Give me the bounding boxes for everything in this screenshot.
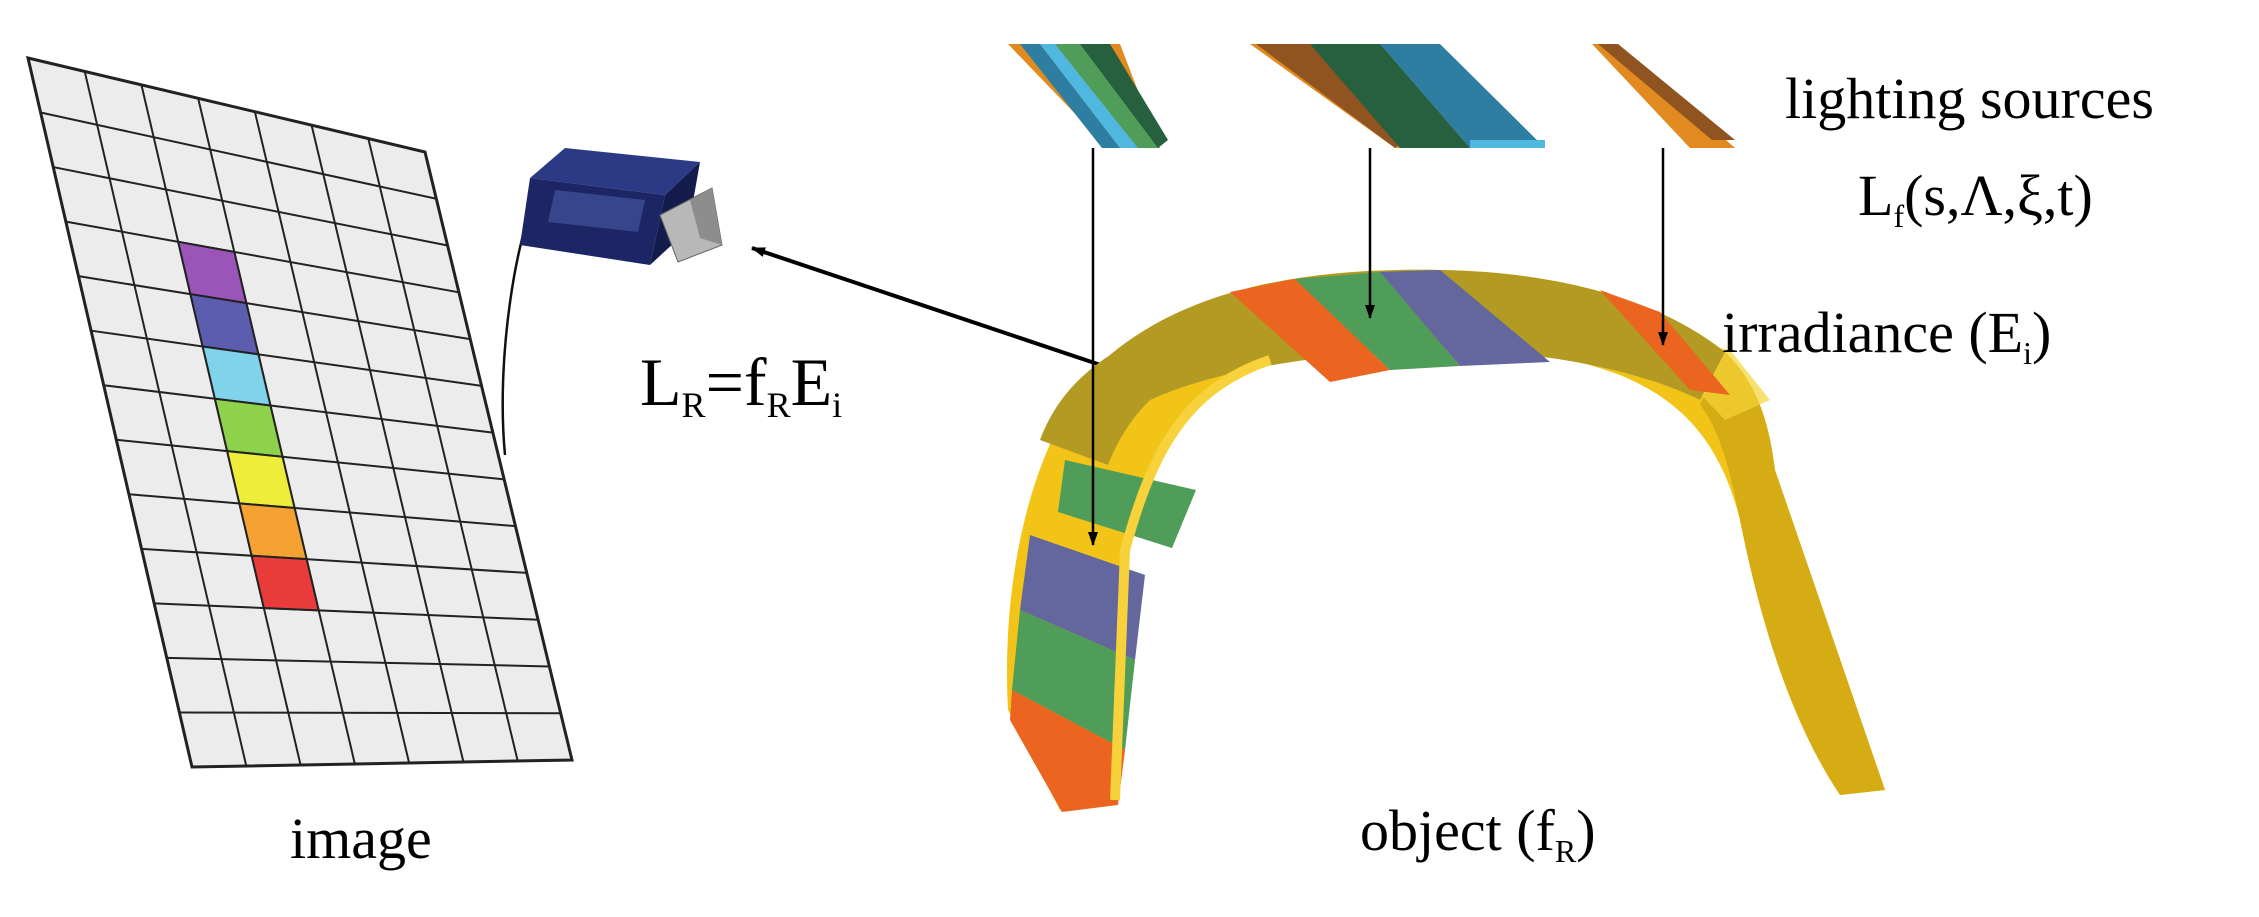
image-label: image [290,806,432,871]
grid-row-line [116,438,505,481]
grid-row-line [40,111,437,200]
stripe-orange-top [1230,279,1390,382]
grid-column-line [253,111,411,764]
colored-pixels [176,240,320,612]
grid-row-line [166,656,550,668]
grid-row-line [179,711,561,715]
stripe-orange-left [1010,690,1125,812]
pixel-red [250,554,320,612]
grid-row-line [53,166,448,247]
light-rays [1088,148,1668,546]
lighting-function-label: Lf(s,Λ,ξ,t) [1858,163,2093,234]
light-source-1 [1008,44,1168,148]
lighting-sources-label: lighting sources [1785,66,2154,131]
stripe-blue-top [1380,270,1550,366]
grid-row-line [103,384,493,434]
stripe-green-left-2 [1012,610,1135,750]
stripe-green-top [1295,272,1460,370]
grid-column-line [83,71,248,767]
irradiance-label: irradiance (Ei) [1722,300,2051,371]
grid-row-line [141,547,527,574]
grid-column-line [310,124,465,763]
image-plane [25,55,574,769]
object-label: object (fR) [1360,798,1596,869]
grid-row-line [128,493,516,528]
object-arch [1006,269,1885,812]
grid-row-line [78,275,471,341]
grid-row-line [65,220,460,294]
grid-row-line [154,602,539,621]
grid-row-line [90,329,482,387]
reflectance-equation: LR=fREi [640,344,842,425]
grid-column-line [367,138,519,762]
light-source-2 [1250,44,1545,148]
camera-icon [501,148,723,456]
stripe-blue-left [1020,535,1145,660]
light-source-3 [1592,44,1735,148]
